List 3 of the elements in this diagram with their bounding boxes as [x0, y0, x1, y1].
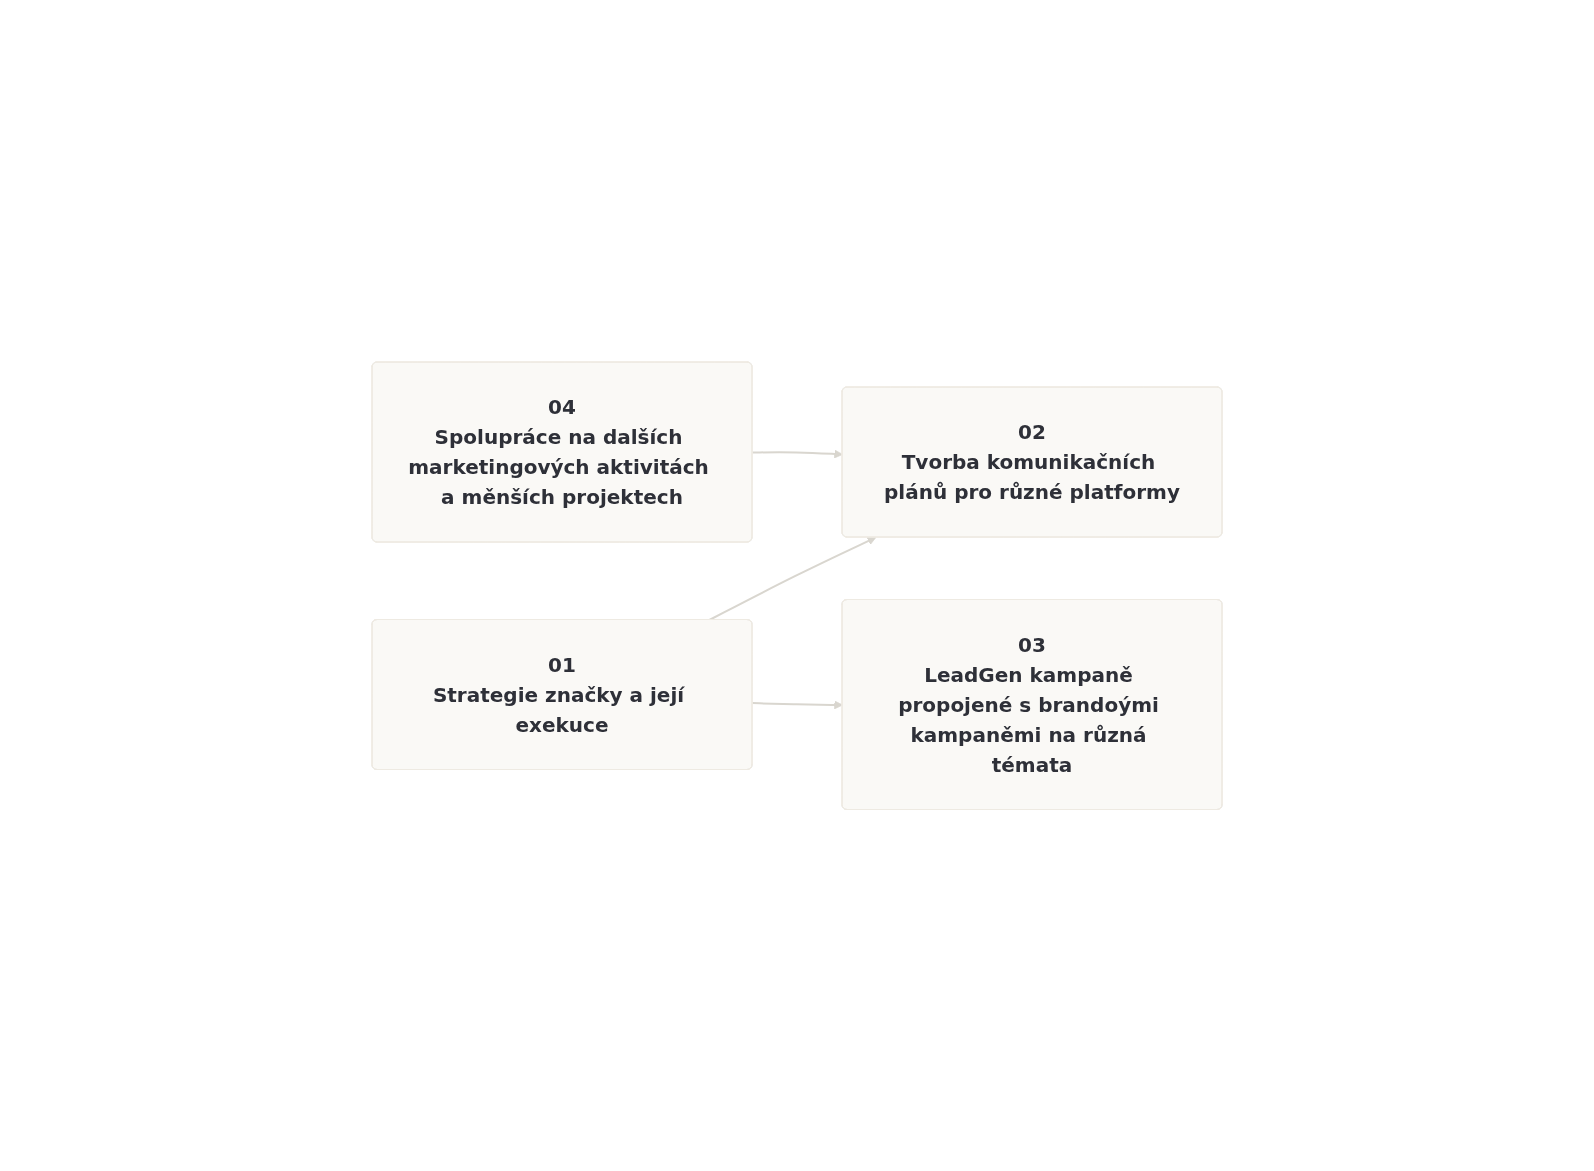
arrow: [708, 536, 877, 621]
arrow: [751, 700, 843, 710]
arrow: [751, 449, 843, 459]
